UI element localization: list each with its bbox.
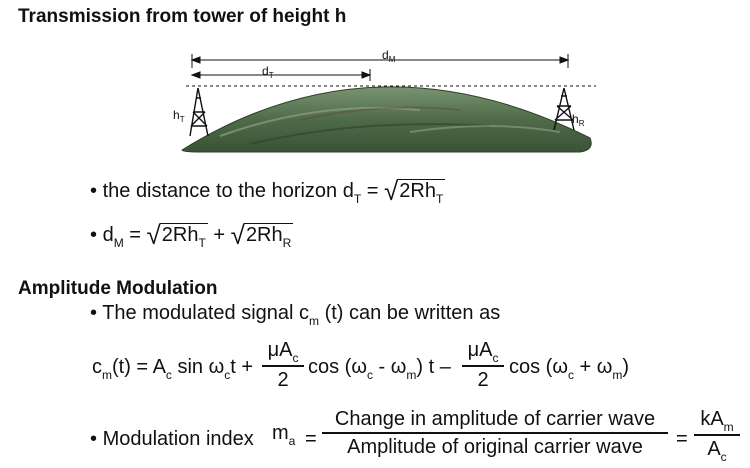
sqrt-2RhR: √2RhR bbox=[230, 220, 294, 250]
bullet-dM-formula: • dM = √2RhT + √2RhR bbox=[90, 217, 294, 250]
equals-sign: = bbox=[676, 428, 688, 450]
equals-sign: = bbox=[305, 428, 317, 450]
bullet-icon: • bbox=[90, 302, 98, 324]
terrain-icon bbox=[181, 86, 592, 153]
bullet-icon: • bbox=[90, 224, 98, 246]
equation-cm: cm(t) = Ac sin ωct + bbox=[92, 356, 253, 382]
modulation-index-symbol: ma bbox=[272, 422, 296, 448]
bullet-icon: • bbox=[90, 180, 98, 202]
dimension-arrow-icon bbox=[190, 54, 570, 68]
sqrt-2RhT: √2RhT bbox=[146, 220, 208, 250]
equation-cos-term2: cos (ωc + ωm) bbox=[509, 356, 630, 382]
equation-cos-term1: cos (ωc - ωm) t – bbox=[308, 356, 451, 382]
bullet-icon: • bbox=[90, 428, 98, 450]
section-heading-amplitude-modulation: Amplitude Modulation bbox=[18, 278, 218, 299]
bullet-modulation-index: • Modulation index bbox=[90, 428, 254, 450]
tower-terrain-figure bbox=[181, 54, 596, 153]
fraction-modulation-index: Change in amplitude of carrier wave Ampl… bbox=[322, 407, 668, 459]
tower-icon bbox=[189, 87, 209, 137]
label-hT: hT bbox=[173, 108, 185, 124]
label-dT: dT bbox=[262, 64, 274, 80]
tower-icon bbox=[553, 87, 575, 131]
bullet-modulated-signal: • The modulated signal cm (t) can be wri… bbox=[90, 302, 501, 328]
fraction-kAm-over-Ac: kAm Ac bbox=[694, 407, 740, 464]
bullet-horizon-distance: • the distance to the horizon dT = √2RhT bbox=[90, 173, 446, 206]
dimension-arrow-icon bbox=[190, 69, 372, 81]
sqrt-2RhT: √2RhT bbox=[384, 176, 446, 206]
fraction-muAc-over-2: μAc 2 bbox=[262, 338, 304, 392]
label-dM: dM bbox=[382, 48, 396, 64]
fraction-muAc-over-2: μAc 2 bbox=[462, 338, 504, 392]
section-heading-transmission: Transmission from tower of height h bbox=[18, 6, 347, 27]
label-hR: hR bbox=[572, 112, 585, 128]
